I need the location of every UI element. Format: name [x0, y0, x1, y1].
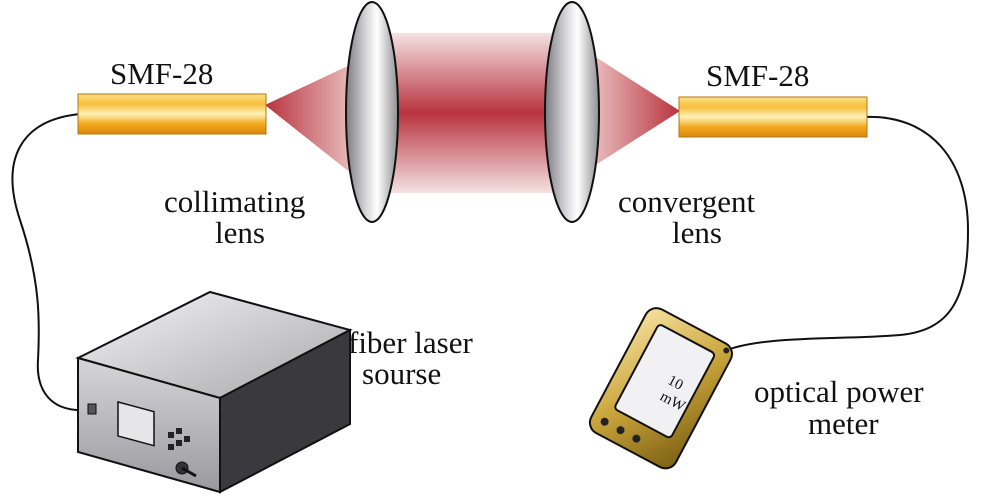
optical-power-meter: [588, 307, 733, 470]
left-fiber-label: SMF-28: [110, 56, 213, 91]
laser-output-port: [87, 403, 97, 415]
convergent-lens-label-line2: lens: [672, 215, 722, 250]
convergent-lens: [544, 1, 600, 223]
left-fiber-cable: [11, 113, 87, 412]
fiber-laser-source: [75, 290, 353, 494]
collimating-lens: [345, 1, 399, 223]
left-fiber: [77, 93, 267, 135]
right-fiber-label: SMF-28: [706, 58, 809, 93]
convergent-lens-label-line1: convergent: [618, 184, 756, 219]
laser-display-screen: [117, 401, 155, 447]
power-meter-label-line2: meter: [808, 406, 879, 441]
collimated-beam: [370, 33, 570, 193]
meter-display-screen: [614, 324, 716, 439]
right-fiber-cable: [721, 115, 970, 353]
collimating-lens-label-line1: collimating: [164, 184, 305, 219]
meter-reading-value: 10: [665, 373, 686, 394]
diverging-beam-cone: [265, 64, 352, 174]
right-fiber: [678, 96, 868, 138]
laser-source-label-line2: sourse: [362, 356, 441, 391]
laser-control-buttons: [168, 428, 190, 450]
laser-key-switch: [175, 461, 197, 478]
laser-source-label-line1: fiber laser: [348, 325, 473, 360]
converging-beam-cone: [594, 56, 680, 166]
power-meter-label-line1: optical power: [754, 374, 924, 409]
collimating-lens-label-line2: lens: [215, 215, 265, 250]
